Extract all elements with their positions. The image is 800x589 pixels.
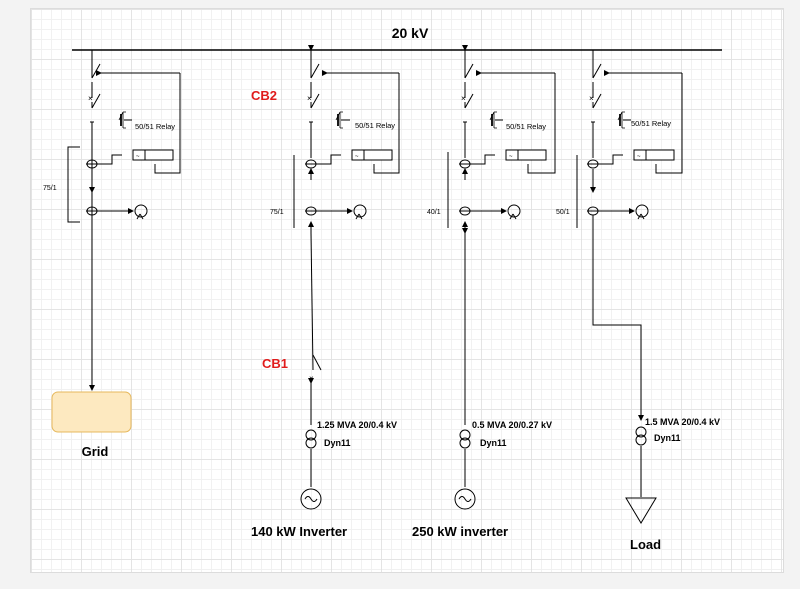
svg-text:~: ~ bbox=[136, 154, 140, 160]
svg-text:~: ~ bbox=[355, 154, 359, 160]
transformer-vector: Dyn11 bbox=[654, 433, 681, 443]
svg-text:×: × bbox=[461, 94, 466, 103]
transformer-rating: 0.5 MVA 20/0.27 kV bbox=[472, 420, 552, 430]
feeder-1: × 75/1 ~ 50/51 Relay bbox=[43, 50, 181, 391]
isolator-blade[interactable] bbox=[91, 63, 101, 79]
breaker-tag-cb1: CB1 bbox=[262, 356, 288, 371]
source-label: 250 kW inverter bbox=[412, 524, 508, 539]
transformer-rating: 1.25 MVA 20/0.4 kV bbox=[317, 420, 397, 430]
ammeter-icon bbox=[507, 204, 521, 218]
transformer-vector: Dyn11 bbox=[324, 438, 351, 448]
transformer-rating: 1.5 MVA 20/0.4 kV bbox=[645, 417, 720, 427]
breaker-tag-cb2: CB2 bbox=[251, 88, 277, 103]
feeder-2: × CB2 75/1 × CB1 ~ 50/51 Relay bbox=[251, 45, 400, 539]
transformer-icon bbox=[459, 429, 471, 441]
svg-text:×: × bbox=[88, 94, 93, 103]
svg-text:×: × bbox=[307, 94, 312, 103]
relay-label: 50/51 Relay bbox=[135, 122, 175, 131]
isolator-blade[interactable] bbox=[464, 63, 474, 79]
ac-source-icon bbox=[454, 488, 476, 510]
breaker-blade[interactable] bbox=[464, 93, 474, 109]
breaker-blade[interactable] bbox=[592, 93, 602, 109]
transformer-vector: Dyn11 bbox=[480, 438, 507, 448]
load-icon bbox=[625, 497, 657, 524]
breaker-blade[interactable] bbox=[312, 354, 322, 371]
relay-label: 50/51 Relay bbox=[506, 122, 546, 131]
feeder-4: × 50/1 ~ 50/51 Relay 1.5 MVA 20/0.4 kV D… bbox=[556, 50, 720, 552]
grid-label: Grid bbox=[82, 444, 109, 459]
breaker-blade[interactable] bbox=[91, 93, 101, 109]
breaker-blade[interactable] bbox=[310, 93, 320, 109]
grid-source-box bbox=[51, 391, 132, 433]
svg-text:~: ~ bbox=[509, 154, 513, 160]
ct-ratio-label: 40/1 bbox=[427, 209, 441, 216]
isolator-blade[interactable] bbox=[592, 63, 602, 79]
transformer-icon bbox=[635, 426, 647, 438]
isolator-blade[interactable] bbox=[310, 63, 320, 79]
load-label: Load bbox=[630, 537, 661, 552]
bus-voltage-label: 20 kV bbox=[392, 25, 429, 41]
source-label: 140 kW Inverter bbox=[251, 524, 347, 539]
svg-text:~: ~ bbox=[637, 154, 641, 160]
relay-label: 50/51 Relay bbox=[355, 121, 395, 130]
ct-ratio-label: 75/1 bbox=[43, 185, 57, 192]
ct-ratio-label: 75/1 bbox=[270, 209, 284, 216]
ammeter-icon bbox=[134, 204, 148, 218]
diagram-canvas bbox=[30, 8, 784, 573]
svg-text:×: × bbox=[589, 94, 594, 103]
relay-label: 50/51 Relay bbox=[631, 119, 671, 128]
feeder-3: × 40/1 ~ 50/51 Relay 0.5 MVA 20/0.27 kV bbox=[412, 45, 556, 539]
ac-source-icon bbox=[300, 488, 322, 510]
svg-text:×: × bbox=[309, 374, 314, 383]
transformer-icon bbox=[305, 429, 317, 441]
ct-ratio-label: 50/1 bbox=[556, 209, 570, 216]
ammeter-icon bbox=[635, 204, 649, 218]
ammeter-icon bbox=[353, 204, 367, 218]
